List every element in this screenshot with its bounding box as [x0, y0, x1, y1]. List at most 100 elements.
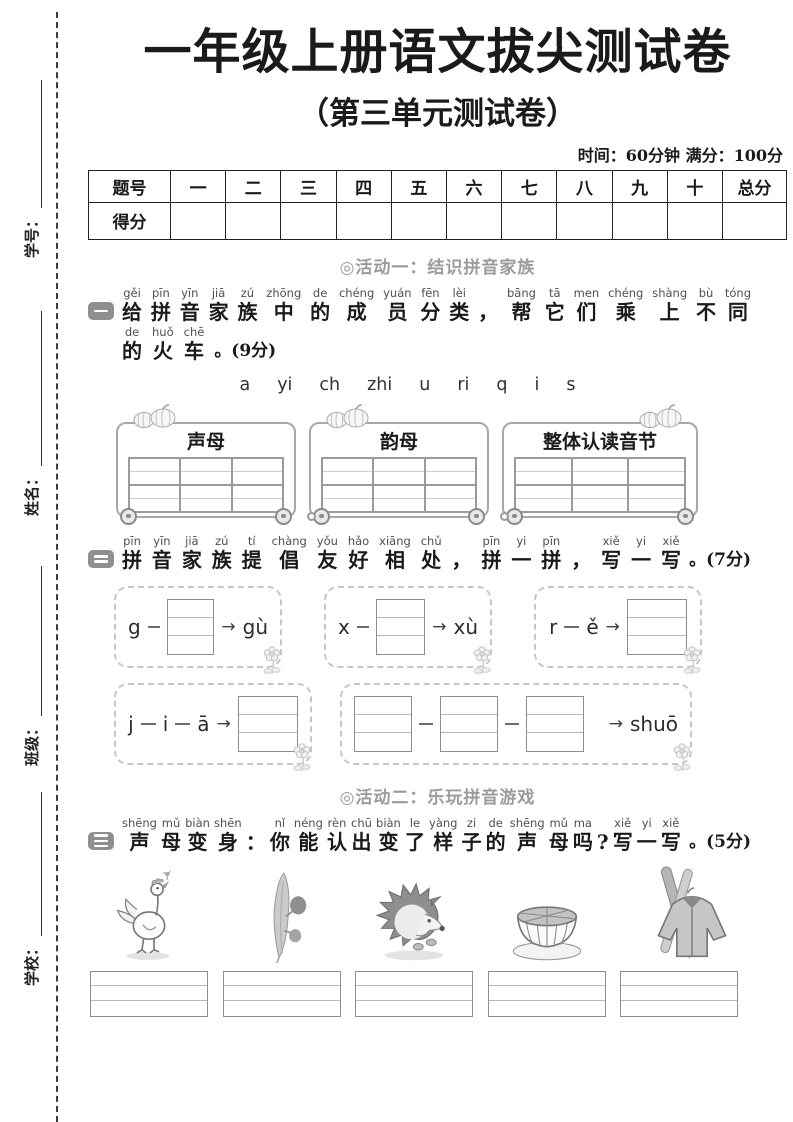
seal-dashed-line	[56, 12, 58, 1122]
seal-field-blank-line[interactable]	[22, 792, 42, 936]
score-input-cell[interactable]	[390, 201, 447, 240]
sprout-plant-image	[223, 865, 341, 963]
train-grid-cell[interactable]	[129, 484, 181, 512]
train-grid-cell[interactable]	[424, 484, 476, 512]
answer-writing-grid[interactable]	[626, 598, 687, 655]
train-grid-cell[interactable]	[424, 457, 476, 485]
seal-field-2: 姓名：	[16, 311, 42, 516]
exercise-row-2: j i ā → → shuō	[114, 682, 787, 772]
answer-writing-grid[interactable]	[222, 970, 341, 1017]
score-input-cell[interactable]	[280, 201, 337, 240]
hedgehog-image	[355, 865, 473, 963]
pinyin-letter: u	[419, 374, 431, 395]
ruby-word: ，	[478, 299, 499, 324]
train-grid-cell[interactable]	[231, 457, 283, 485]
score-input-cell[interactable]	[169, 201, 227, 240]
score-input-cell[interactable]	[556, 201, 613, 240]
train-grid-cell[interactable]	[231, 484, 283, 512]
answer-writing-grid[interactable]	[525, 695, 584, 752]
picture-row	[90, 865, 738, 963]
seal-field-label: 学号：	[23, 212, 41, 258]
answer-grid-row	[90, 970, 738, 1017]
seal-field-blank-line[interactable]	[22, 311, 42, 466]
score-input-cell[interactable]	[225, 201, 282, 240]
seal-field-blank-line[interactable]	[22, 566, 42, 716]
answer-writing-grid[interactable]	[237, 695, 298, 752]
train-grid-cell[interactable]	[322, 484, 374, 512]
pinyin-letter: ri	[457, 374, 470, 395]
answer-writing-grid[interactable]	[439, 695, 498, 752]
question-2-score: 。(7分)	[689, 549, 751, 570]
pinyin-letter: zhi	[367, 374, 393, 395]
train-grid-cell[interactable]	[628, 484, 685, 512]
score-row-label: 得分	[88, 201, 171, 240]
arrow-icon: →	[608, 713, 623, 734]
score-input-cell[interactable]	[501, 201, 558, 240]
train-grid-cell[interactable]	[180, 457, 232, 485]
train-grid-cell[interactable]	[571, 484, 629, 512]
score-input-cell[interactable]	[666, 201, 724, 240]
seal-field-blank-line[interactable]	[22, 80, 42, 208]
question-3-score: 。(5分)	[689, 831, 751, 852]
score-input-cell[interactable]	[722, 201, 787, 240]
connector-line	[419, 722, 433, 725]
time-and-score-info: 时间：60分钟 满分：100分	[577, 145, 783, 165]
train-grid-cell[interactable]	[628, 457, 685, 485]
score-input-cell[interactable]	[611, 201, 668, 240]
train-grid-cell[interactable]	[515, 457, 572, 485]
flower-decoration-icon	[473, 646, 491, 675]
answer-writing-grid[interactable]	[354, 695, 413, 752]
score-table-header-cell: 三	[280, 169, 337, 203]
exercise-box-r: r ě →	[534, 585, 702, 675]
answer-writing-grid[interactable]	[620, 970, 738, 1017]
ruby-word: ，	[571, 547, 592, 572]
answer-writing-grid[interactable]	[376, 598, 426, 655]
train-car-1: 声母	[116, 403, 296, 525]
train-coupling-icon	[307, 511, 316, 521]
score-input-cell[interactable]	[335, 201, 392, 240]
question-2-number-icon	[88, 549, 114, 568]
train-grid-cell[interactable]	[322, 457, 374, 485]
train-coupling-icon	[500, 511, 509, 521]
answer-writing-grid[interactable]	[487, 970, 606, 1017]
score-input-cell[interactable]	[445, 201, 503, 240]
train-wheel-icon	[275, 507, 292, 525]
train-grid-cell[interactable]	[373, 484, 425, 512]
train-grid-cell[interactable]	[180, 484, 232, 512]
page-subtitle: （第三单元测试卷）	[298, 95, 577, 132]
score-table-header-cell: 六	[445, 169, 503, 203]
answer-writing-grid[interactable]	[90, 970, 208, 1017]
train-grid-cell[interactable]	[129, 457, 181, 485]
train-car-label: 声母	[186, 430, 225, 453]
answer-writing-grid[interactable]	[355, 970, 473, 1017]
answer-writing-grid[interactable]	[166, 598, 215, 655]
train-grid-cell[interactable]	[515, 484, 572, 512]
train-grid-cell[interactable]	[373, 457, 425, 485]
train-grid-cell[interactable]	[571, 457, 629, 485]
